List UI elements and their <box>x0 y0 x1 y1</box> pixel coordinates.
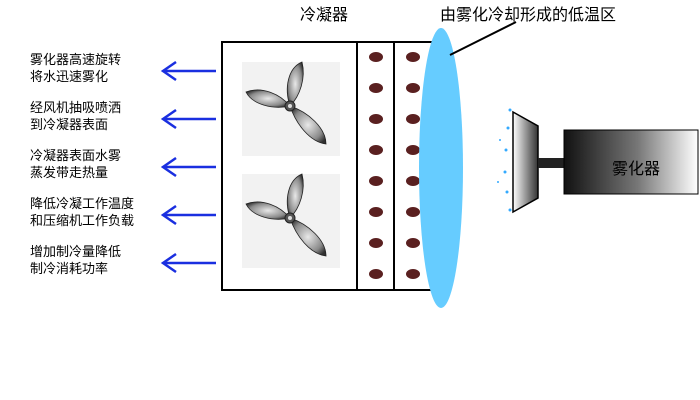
condenser-dot <box>369 269 383 279</box>
step-line: 冷凝器表面水雾 <box>30 149 122 164</box>
condenser-dot <box>406 269 420 279</box>
condenser-dot <box>369 176 383 186</box>
step-label: 降低冷凝工作温度 和压缩机工作负载 <box>30 196 134 230</box>
step-line: 到冷凝器表面 <box>30 118 109 133</box>
atomizer-body <box>563 129 699 195</box>
mist-zone <box>419 28 463 308</box>
step-line: 和压缩机工作负载 <box>30 214 135 229</box>
condenser-dot <box>369 114 383 124</box>
condenser-dots <box>369 52 420 279</box>
step-line: 蒸发带走热量 <box>30 166 109 181</box>
step-line: 降低冷凝工作温度 <box>30 197 135 212</box>
atomizer-nozzle <box>512 110 539 214</box>
atomizer-shaft <box>538 158 564 168</box>
step-line: 制冷消耗功率 <box>30 262 109 277</box>
step-label: 增加制冷量降低 制冷消耗功率 <box>30 244 121 278</box>
condenser-dot <box>369 145 383 155</box>
fan-icon <box>242 61 340 156</box>
zone-leader-line <box>449 21 517 56</box>
heat-flow-arrows <box>160 60 216 274</box>
condenser-dot <box>369 52 383 62</box>
left-arrow-icon <box>160 156 216 178</box>
step-label: 雾化器高速旋转 将水迅速雾化 <box>30 52 121 86</box>
condenser-dot <box>406 238 420 248</box>
left-arrow-icon <box>160 60 216 82</box>
step-line: 经风机抽吸喷洒 <box>30 101 122 116</box>
condenser-dot <box>369 207 383 217</box>
step-label: 经风机抽吸喷洒 到冷凝器表面 <box>30 100 121 134</box>
spray-droplets <box>497 108 512 212</box>
condenser-dot <box>406 207 420 217</box>
condenser-label: 冷凝器 <box>300 5 349 24</box>
atomizer-label: 雾化器 <box>612 159 661 178</box>
low-temp-zone-label: 由雾化冷却形成的低温区 <box>440 5 617 24</box>
fan-icon <box>242 173 340 268</box>
condenser-dot <box>406 52 420 62</box>
left-arrow-icon <box>160 108 216 130</box>
left-arrow-icon <box>160 204 216 226</box>
condenser-dot <box>406 114 420 124</box>
left-arrow-icon <box>160 252 216 274</box>
step-label: 冷凝器表面水雾 蒸发带走热量 <box>30 148 121 182</box>
step-line: 增加制冷量降低 <box>30 245 122 260</box>
condenser-dot <box>406 83 420 93</box>
condenser-dot <box>369 238 383 248</box>
condenser-dot <box>406 176 420 186</box>
condenser-dot <box>369 83 383 93</box>
condenser-dot <box>406 145 420 155</box>
step-line: 雾化器高速旋转 <box>30 53 122 68</box>
step-line: 将水迅速雾化 <box>30 70 109 85</box>
